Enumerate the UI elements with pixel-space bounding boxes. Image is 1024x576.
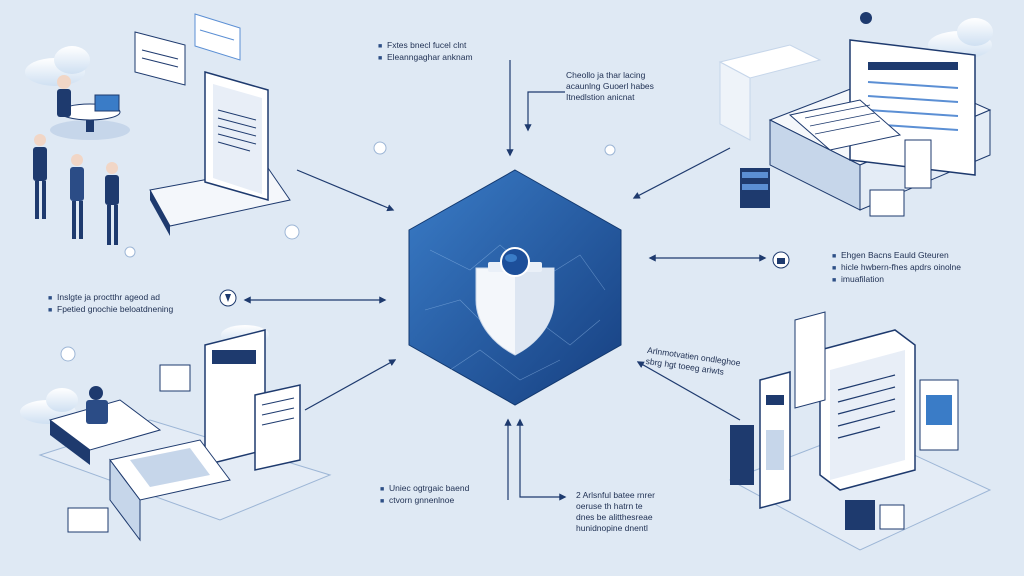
label-line: Eleanngaghar anknam (387, 52, 473, 62)
label-line: Cheollo ja thar lacing (566, 70, 646, 80)
floating-bubbles (60, 141, 786, 388)
bullet-icon: ■ (832, 277, 837, 284)
node-document-devices (728, 311, 992, 551)
bullet-icon: ■ (832, 253, 837, 260)
plug-node-icon (219, 289, 237, 307)
label-bottom-left: ■ Uniec ogtrgaic baend ■ ctvorn gnnenlnoe (380, 483, 469, 507)
label-line: acaunlng Guoerl habes (566, 81, 654, 91)
bullet-icon: ■ (48, 307, 53, 314)
bullet-icon: ■ (378, 55, 383, 62)
label-line: ctvorn gnnenlnoe (389, 495, 455, 505)
label-line: hunidnopine dnentl (576, 523, 648, 533)
bullet-icon: ■ (48, 295, 53, 302)
bullet-icon: ■ (378, 43, 383, 50)
label-line: Itnedlstion anicnat (566, 92, 635, 102)
node-workstation (38, 329, 332, 542)
label-line: Fxtes bnecl fucel clnt (387, 40, 467, 50)
label-top-right: Cheollo ja thar lacing acaunlng Guoerl h… (566, 70, 654, 103)
shield-globe-icon (475, 247, 555, 356)
label-right: ■ Ehgen Bacns Eauld Gteuren ■ hicle hwbern… (832, 250, 961, 286)
connector-bottom-left (304, 359, 397, 411)
bullet-icon: ■ (380, 498, 385, 505)
label-left: ■ Inslgte ja proctthr ageod ad ■ Fpetied g… (48, 292, 173, 316)
connector-bottom-b (516, 418, 567, 501)
lock-node-icon (772, 251, 790, 269)
connector-top-right (632, 147, 731, 199)
label-line: 2 Arlsnful batee rnrer (576, 490, 655, 500)
label-line: Uniec ogtrgaic baend (389, 483, 470, 493)
connector-top-left (296, 169, 395, 212)
label-line: imuafilation (841, 274, 884, 284)
label-line: hicle hwbern-fhes apdrs oinolne (841, 262, 962, 272)
label-line: Inslgte ja proctthr ageod ad (57, 292, 161, 302)
node-data-center (718, 12, 992, 217)
central-hub[interactable] (408, 169, 622, 406)
connectors (243, 60, 767, 501)
connector-top-right-elbow (524, 91, 565, 132)
connector-bottom-right (636, 361, 741, 421)
node-office-team (33, 13, 291, 245)
bullet-icon: ■ (832, 265, 837, 272)
label-line: dnes be alitthesreae (576, 512, 653, 522)
label-line: oeruse th hatrn te (576, 501, 643, 511)
label-bottom-right: 2 Arlsnful batee rnrer oeruse th hatrn t… (576, 490, 655, 534)
label-top-left: ■ Fxtes bnecl fucel clnt ■ Eleanngaghar an… (378, 40, 473, 64)
label-line: Ehgen Bacns Eauld Gteuren (841, 250, 949, 260)
label-line: Fpetied gnochie beloatdnening (57, 304, 174, 314)
bullet-icon: ■ (380, 486, 385, 493)
